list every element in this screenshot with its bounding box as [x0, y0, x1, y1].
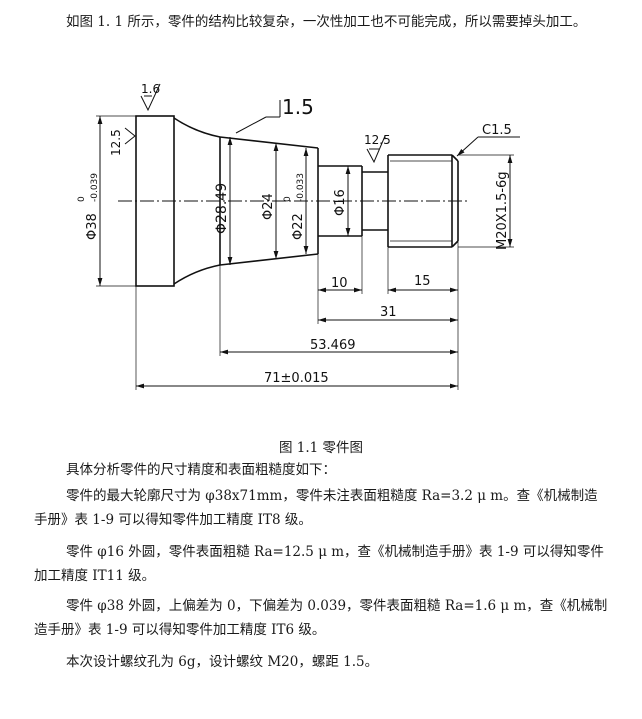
roughness-symbol-1 [140, 83, 161, 112]
roughness-1-6: 1.6 [141, 82, 160, 96]
paragraph-2: 零件的最大轮廓尺寸为 φ38x71mm，零件未注表面粗糙度 Ra=3.2 μ m… [34, 488, 598, 528]
svg-text:0: 0 [77, 196, 87, 202]
paragraph-3: 零件 φ16 外圆，零件表面粗糙 Ra=12.5 μ m，查《机械制造手册》表 … [34, 544, 604, 584]
d22-label: Φ22 0 -0.033 [283, 173, 306, 240]
length-71: 71±0.015 [264, 371, 329, 386]
svg-text:Φ22: Φ22 [291, 213, 306, 240]
d16-label: Φ16 [333, 189, 348, 216]
thread-label: M20X1.5-6g [495, 171, 510, 250]
svg-text:Φ38: Φ38 [85, 213, 100, 240]
roughness-symbol-2 [124, 127, 136, 145]
intro-paragraph: 如图 1. 1 所示，零件的结构比较复杂，一次性加工也不可能完成，所以需要掉头加… [66, 14, 587, 30]
roughness-1-5: 1.5 [282, 95, 314, 119]
svg-text:-0.033: -0.033 [296, 173, 306, 202]
paragraph-4: 零件 φ38 外圆，上偏差为 0，下偏差为 0.039，零件表面粗糙 Ra=1.… [34, 598, 608, 638]
figure-caption: 图 1.1 零件图 [278, 440, 364, 456]
roughness-12-5-left: 12.5 [109, 129, 123, 156]
d28-label: Φ28.49 [214, 183, 230, 234]
d38-label: Φ38 0 -0.039 [77, 173, 100, 240]
paragraph-1: 具体分析零件的尺寸精度和表面粗糙度如下： [66, 462, 336, 478]
chamfer-leader [456, 136, 520, 157]
part-drawing: 1.6 12.5 1.5 12.5 C1.5 Φ38 0 -0.039 Φ28.… [77, 82, 520, 390]
part-outline [135, 115, 459, 287]
chamfer-label: C1.5 [482, 123, 512, 138]
roughness-symbol-3 [235, 100, 281, 134]
length-31: 31 [380, 305, 397, 320]
length-15: 15 [414, 274, 431, 289]
roughness-12-5-right: 12.5 [364, 133, 391, 147]
length-53: 53.469 [310, 338, 356, 353]
d24-label: Φ24 [261, 193, 276, 220]
roughness-symbol-4 [366, 135, 386, 164]
paragraph-5: 本次设计螺纹孔为 6g，设计螺纹 M20，螺距 1.5。 [66, 654, 379, 670]
svg-text:-0.039: -0.039 [90, 173, 100, 202]
svg-text:0: 0 [283, 196, 293, 202]
length-10: 10 [331, 276, 348, 291]
